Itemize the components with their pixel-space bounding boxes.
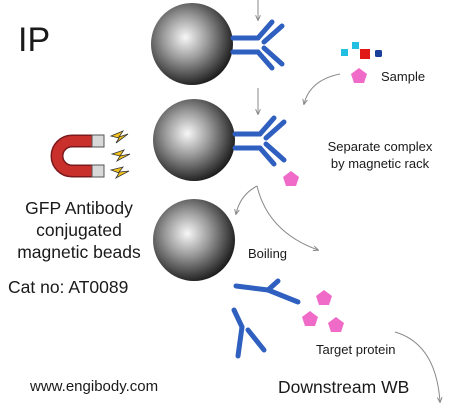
- diagram-title: IP: [18, 21, 51, 59]
- target-protein-pentagon-icon: [328, 317, 344, 332]
- target-protein-pentagon-icon: [351, 68, 367, 83]
- separate-line-2: by magnetic rack: [330, 156, 430, 171]
- lightning-icon: [109, 130, 131, 180]
- horseshoe-magnet-icon: [50, 130, 131, 180]
- product-line-2: conjugated: [36, 220, 122, 240]
- sample-cyan-square: [352, 42, 359, 49]
- sample-red-square: [360, 49, 370, 59]
- antibody-icon: [233, 278, 301, 305]
- bead-complex-2: [153, 99, 299, 186]
- sample-label: Sample: [381, 69, 426, 84]
- released-antibodies: [231, 278, 301, 359]
- released-target-proteins: [302, 290, 344, 332]
- antibody-icon: [230, 19, 285, 71]
- sample-blue-square: [375, 50, 382, 57]
- target-protein-label: Target protein: [316, 342, 396, 357]
- arrow-downstream: [394, 331, 440, 402]
- arrow-sample-in: [304, 73, 341, 104]
- product-line-3: magnetic beads: [17, 242, 141, 262]
- arrow-to-beads: [236, 185, 258, 214]
- product-name-label: GFP Antibody conjugated magnetic beads: [6, 197, 152, 263]
- downstream-label: Downstream WB: [278, 377, 410, 397]
- sample-cyan-square: [341, 49, 348, 56]
- target-protein-pentagon-icon: [283, 171, 299, 186]
- magnetic-bead-icon: [153, 199, 235, 281]
- separate-line-1: Separate complex: [327, 139, 433, 154]
- product-line-1: GFP Antibody: [25, 198, 133, 218]
- catalog-number: Cat no: AT0089: [8, 277, 129, 297]
- target-protein-pentagon-icon: [316, 290, 332, 305]
- boiling-label: Boiling: [248, 246, 288, 261]
- magnetic-bead-icon: [151, 3, 233, 85]
- sample-molecules: [341, 42, 382, 83]
- antibody-icon: [231, 307, 267, 359]
- arrow-boiling: [256, 185, 318, 250]
- website-label: www.engibody.com: [30, 378, 159, 395]
- magnetic-bead-icon: [153, 99, 235, 181]
- target-protein-pentagon-icon: [302, 311, 318, 326]
- bead-complex-1: [151, 3, 285, 85]
- flow-arrows: [236, 0, 440, 402]
- antibody-icon: [232, 115, 287, 167]
- separate-complex-label: Separate complex by magnetic rack: [320, 138, 440, 172]
